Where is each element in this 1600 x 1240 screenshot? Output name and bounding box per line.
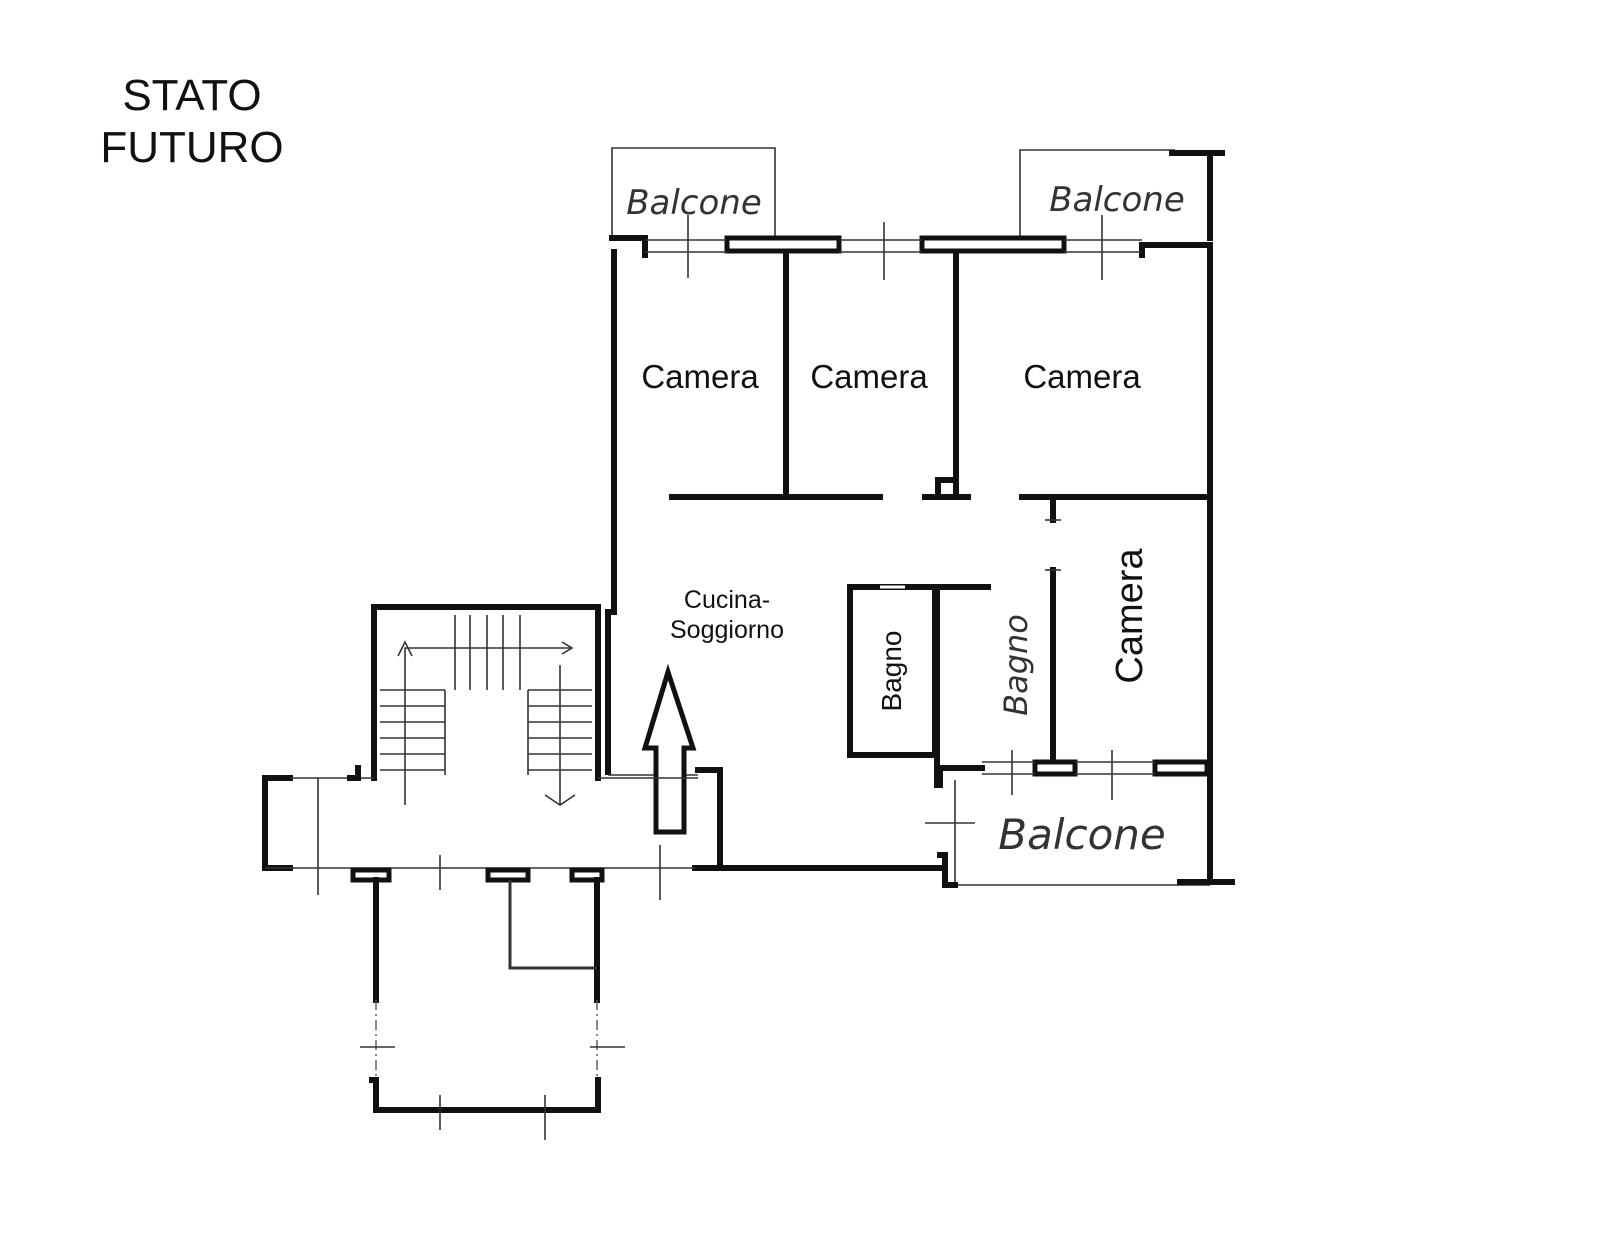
stairwell <box>371 604 601 806</box>
label-bagno-1: Bagno <box>876 631 907 712</box>
label-cucina-line2: Soggiorno <box>670 616 784 644</box>
balcony-top-left <box>611 147 776 278</box>
landing-corridor <box>262 765 698 895</box>
bottom-wall-right <box>937 750 1210 800</box>
label-balcone-top-right: Balcone <box>1049 180 1185 220</box>
label-camera-3: Camera <box>1023 358 1141 395</box>
top-wall <box>609 222 1213 280</box>
kitchen-bottom-walls <box>608 767 945 900</box>
title-line-2: FUTURO <box>100 123 283 172</box>
label-camera-4: Camera <box>1109 548 1151 684</box>
balcony-top-right <box>1019 149 1225 280</box>
label-camera-1: Camera <box>641 358 759 395</box>
lower-room <box>360 877 625 1140</box>
label-balcone-top-left: Balcone <box>626 183 762 223</box>
entrance-arrow-icon <box>641 663 697 835</box>
label-cucina-line1: Cucina- <box>684 586 770 614</box>
label-camera-2: Camera <box>810 358 928 395</box>
title-line-1: STATO <box>122 71 261 120</box>
interior-walls <box>669 249 1210 788</box>
label-bagno-2: Bagno <box>997 614 1035 716</box>
label-balcone-bottom: Balcone <box>998 810 1165 859</box>
